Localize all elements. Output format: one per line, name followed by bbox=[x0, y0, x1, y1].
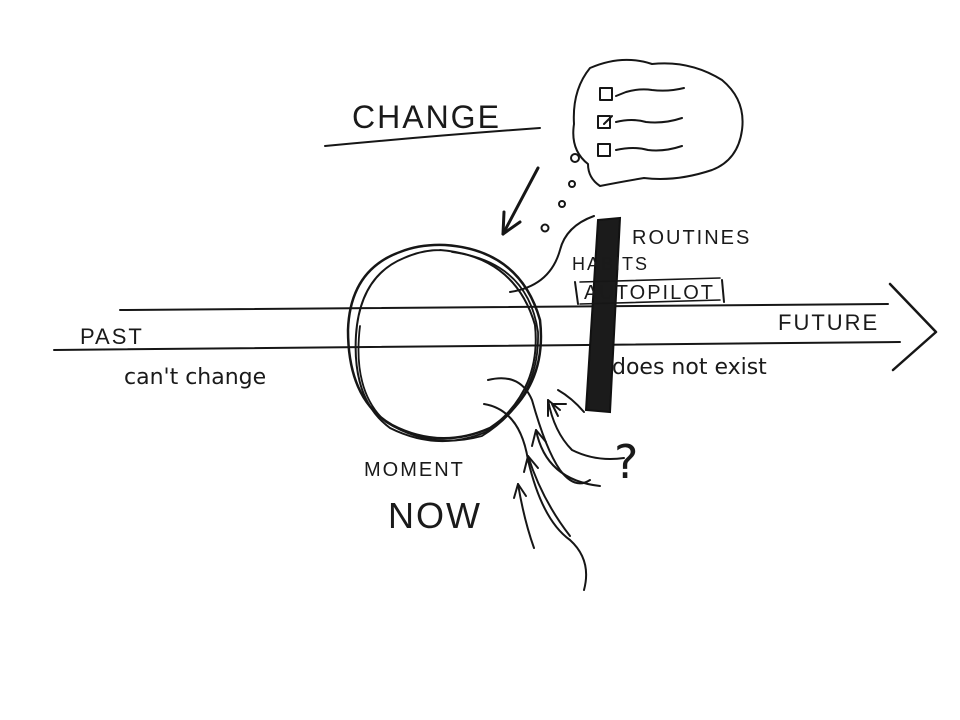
note-does-not-exist: does not exist bbox=[612, 355, 767, 380]
incoming-arrows-icon bbox=[483, 215, 625, 591]
timeline-arrow bbox=[53, 282, 938, 372]
note-cant-change: can't change bbox=[124, 365, 266, 390]
barrier-wall-icon bbox=[574, 216, 725, 414]
thought-bubble-icon bbox=[540, 153, 580, 233]
label-moment: MOMENT bbox=[364, 459, 465, 481]
label-habits: HABITS bbox=[572, 254, 649, 274]
question-mark: ? bbox=[614, 435, 638, 489]
checklist-cloud-icon bbox=[572, 58, 744, 187]
title-underline bbox=[324, 127, 541, 147]
label-autopilot: AUTOPILOT bbox=[584, 282, 715, 304]
label-future: FUTURE bbox=[778, 310, 879, 335]
change-arrow-icon bbox=[501, 166, 540, 236]
label-past: PAST bbox=[80, 324, 144, 349]
label-now: NOW bbox=[388, 495, 482, 536]
label-routines: ROUTINES bbox=[632, 227, 751, 249]
title-change: CHANGE bbox=[352, 99, 501, 135]
moment-circle bbox=[346, 243, 543, 443]
